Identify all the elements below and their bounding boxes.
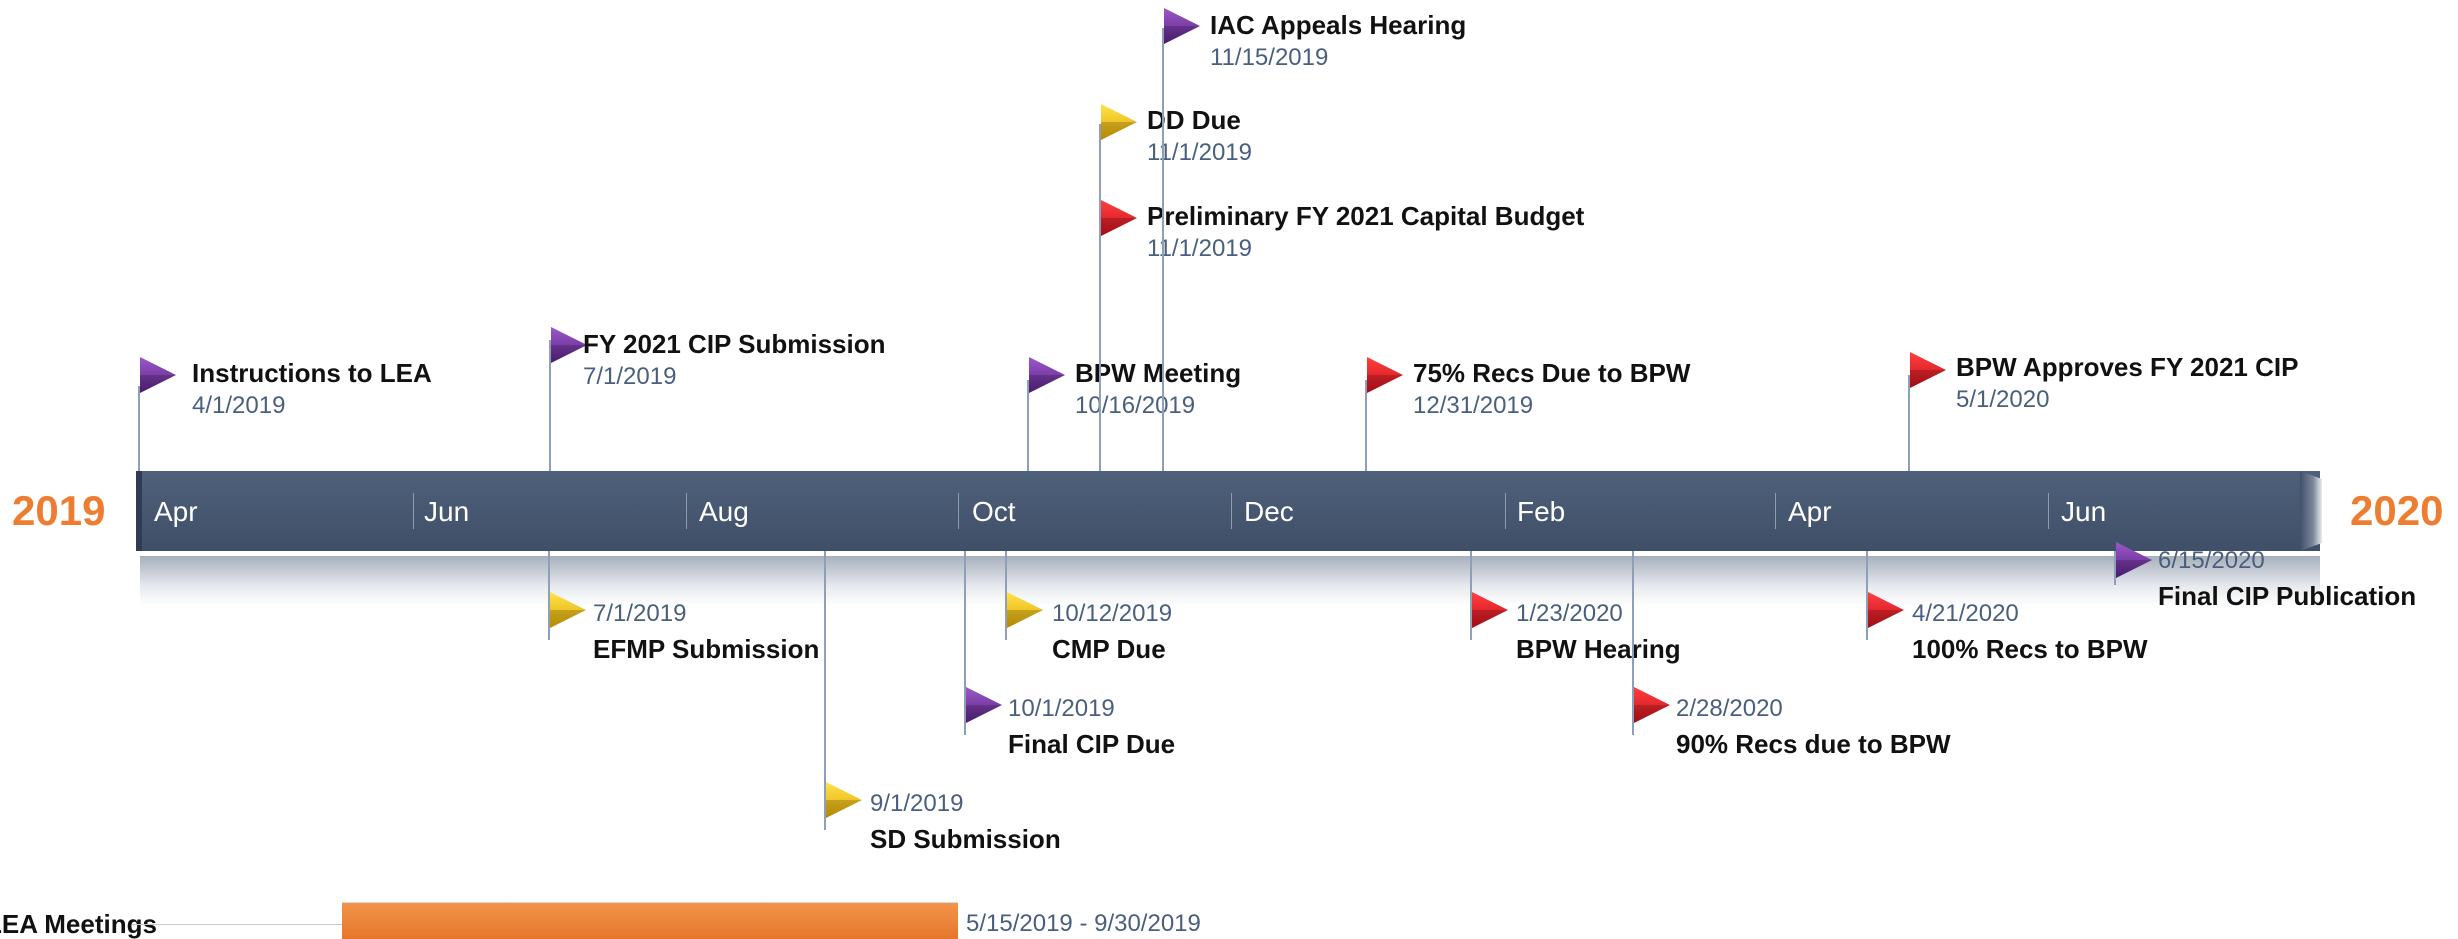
milestone-title: EFMP Submission — [593, 634, 820, 664]
month-label: Jun — [424, 496, 470, 527]
milestone-date: 4/21/2020 — [1912, 600, 2019, 627]
milestone-title: IAC Appeals Hearing — [1210, 10, 1467, 40]
milestone-flag-icon — [1164, 8, 1200, 44]
milestone-date: 11/1/2019 — [1147, 139, 1252, 166]
milestone-date: 1/23/2020 — [1516, 600, 1623, 627]
task-label: LEA Meetings — [0, 909, 157, 939]
milestone-stem — [824, 551, 826, 830]
milestone-flag-icon — [1634, 687, 1670, 723]
milestone-date: 2/28/2020 — [1676, 695, 1783, 722]
month-divider — [686, 493, 687, 529]
month-divider — [958, 493, 959, 529]
month-divider — [413, 493, 414, 529]
milestone-flag-icon — [140, 357, 176, 393]
milestone-title: CMP Due — [1052, 634, 1166, 664]
milestone-date: 11/15/2019 — [1210, 44, 1329, 71]
month-label: Jun — [2061, 496, 2107, 527]
timeline-bar-right-edge — [2300, 471, 2322, 551]
milestone-title: Instructions to LEA — [192, 358, 432, 388]
milestone-flag-icon — [826, 782, 862, 818]
milestone-stem — [2114, 551, 2116, 585]
milestone-flag-icon — [1910, 352, 1946, 388]
timeline-bar-reflection — [140, 556, 2320, 606]
milestone-date: 9/1/2019 — [870, 790, 964, 817]
task-date-range: 5/15/2019 - 9/30/2019 — [966, 910, 1201, 937]
milestone-flag-icon — [1868, 592, 1904, 628]
milestone-stem — [1162, 28, 1164, 471]
milestone-date: 10/16/2019 — [1075, 392, 1196, 419]
month-divider — [2048, 493, 2049, 529]
milestone-flag-icon — [551, 327, 587, 363]
timeline-bar-left-edge — [136, 471, 142, 551]
month-label: Dec — [1244, 496, 1294, 527]
milestone-stem — [138, 386, 140, 471]
milestone-title: 100% Recs to BPW — [1912, 634, 2148, 664]
milestone-flag-icon — [1029, 357, 1065, 393]
milestone-flag-icon — [1007, 592, 1043, 628]
milestone-stem — [964, 551, 966, 735]
milestone-date: 7/1/2019 — [593, 600, 687, 627]
milestone-title: BPW Approves FY 2021 CIP — [1956, 352, 2299, 382]
month-divider — [1775, 493, 1776, 529]
milestone-flag-icon — [966, 687, 1002, 723]
milestone-title: Preliminary FY 2021 Capital Budget — [1147, 201, 1585, 231]
milestone-date: 10/12/2019 — [1052, 600, 1173, 627]
milestone-stem — [1027, 380, 1029, 471]
milestone-flag-icon — [2116, 542, 2152, 578]
milestone-date: 11/1/2019 — [1147, 235, 1252, 262]
milestone-stem — [1470, 551, 1472, 640]
milestone-date: 4/1/2019 — [192, 392, 286, 419]
milestone-flag-icon — [1472, 592, 1508, 628]
milestone-date: 10/1/2019 — [1008, 695, 1115, 722]
month-label: Aug — [699, 496, 749, 527]
milestone-stem — [1866, 551, 1868, 640]
milestone-title: Final CIP Publication — [2158, 581, 2417, 611]
milestone-stem — [1908, 375, 1910, 471]
milestone-flag-icon — [1101, 200, 1137, 236]
milestone-flag-icon — [1101, 104, 1137, 140]
milestone-title: BPW Hearing — [1516, 634, 1681, 664]
milestone-flag-icon — [1367, 357, 1403, 393]
milestone-stem — [1005, 551, 1007, 640]
milestone-title: SD Submission — [870, 824, 1061, 854]
milestone-stem — [1099, 124, 1101, 471]
milestone-date: 6/15/2020 — [2158, 547, 2265, 574]
month-label: Apr — [1788, 496, 1832, 527]
milestone-stem — [1365, 380, 1367, 471]
milestone-stem — [548, 551, 550, 640]
month-divider — [1231, 493, 1232, 529]
month-divider — [1505, 493, 1506, 529]
task-leader-line — [132, 924, 342, 925]
month-label: Apr — [154, 496, 198, 527]
milestone-date: 12/31/2019 — [1413, 392, 1534, 419]
milestone-title: 90% Recs due to BPW — [1676, 729, 1951, 759]
milestone-stem — [1632, 551, 1634, 735]
milestone-title: FY 2021 CIP Submission — [583, 329, 886, 359]
timeline-bar — [140, 471, 2320, 551]
milestone-flag-icon — [550, 592, 586, 628]
month-label: Feb — [1517, 496, 1566, 527]
milestone-title: BPW Meeting — [1075, 358, 1242, 388]
milestone-date: 7/1/2019 — [583, 363, 677, 390]
milestone-stem — [549, 340, 551, 471]
milestone-title: 75% Recs Due to BPW — [1413, 358, 1691, 388]
milestone-title: Final CIP Due — [1008, 729, 1176, 759]
month-label: Oct — [972, 496, 1016, 527]
start-year: 2019 — [12, 487, 106, 534]
milestone-date: 5/1/2020 — [1956, 386, 2050, 413]
task-bar — [342, 902, 958, 939]
end-year: 2020 — [2350, 487, 2444, 534]
